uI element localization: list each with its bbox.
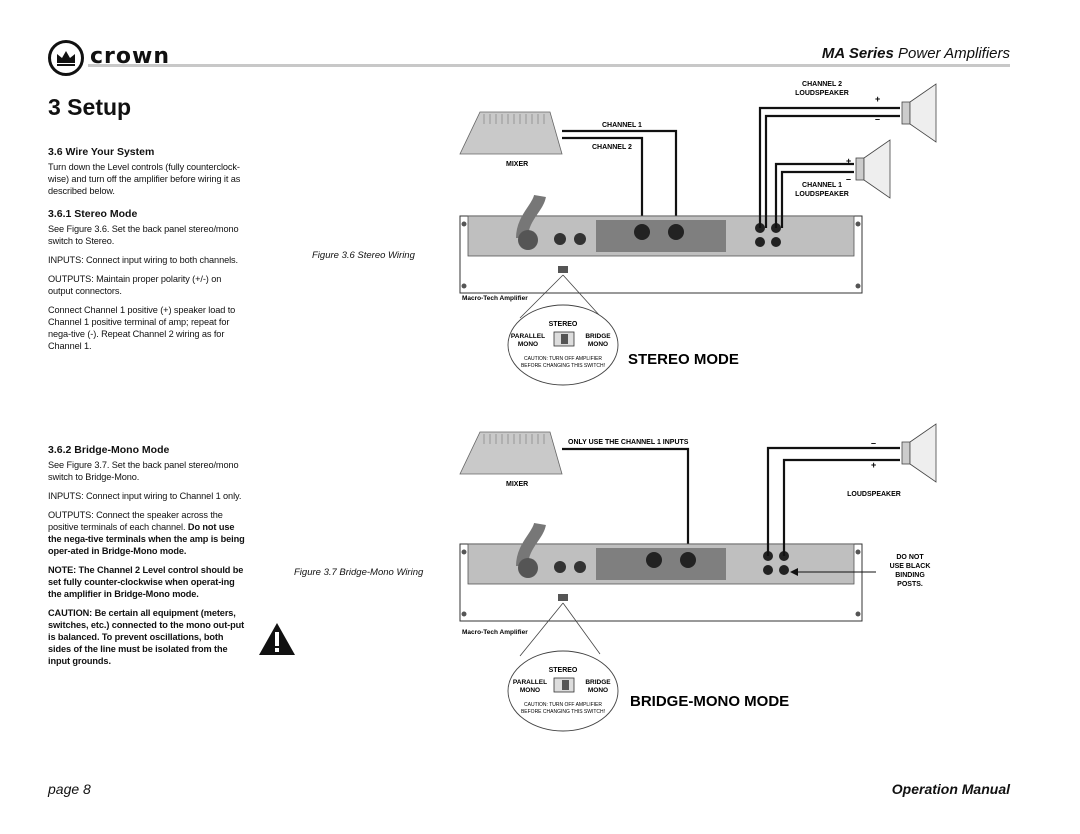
switch-stereo-label: STEREO [549, 321, 578, 328]
minus-sign: – [875, 114, 880, 124]
manual-title: Operation Manual [891, 781, 1010, 797]
loudspeaker-icon [855, 139, 891, 199]
paragraph: Connect Channel 1 positive (+) speaker l… [48, 305, 236, 351]
do-not-note: DO NOT [896, 554, 924, 561]
inputs-note: ONLY USE THE CHANNEL 1 INPUTS [568, 439, 689, 446]
warning-icon [259, 623, 295, 655]
page-number: page 8 [48, 781, 91, 797]
ch1-speaker-label: LOUDSPEAKER [795, 191, 849, 198]
switch-bridge-label: BRIDGE [585, 679, 611, 686]
mode-title: BRIDGE-MONO MODE [630, 693, 789, 710]
caution: CAUTION: Be certain all equipment (meter… [48, 608, 245, 666]
do-not-note: USE BLACK [890, 563, 931, 570]
header-rule [88, 64, 1010, 67]
switch-mono-label: MONO [588, 341, 608, 348]
mixer-icon [459, 431, 563, 475]
mode-title: STEREO MODE [628, 351, 739, 368]
page-title: 3 Setup [48, 94, 132, 120]
loudspeaker-icon [901, 83, 937, 143]
switch-mono-label: MONO [518, 341, 538, 348]
bridge-mono-wiring-diagram: MIXER ONLY USE THE CHANNEL 1 INPUTS – + … [459, 423, 937, 732]
paragraph: See Figure 3.7. Set the back panel stere… [48, 460, 239, 482]
crown-logo-icon [48, 40, 84, 76]
ch2-speaker-label: LOUDSPEAKER [795, 90, 849, 97]
loudspeaker-icon [901, 423, 937, 483]
switch-parallel-label: PARALLEL [511, 333, 545, 340]
paragraph: INPUTS: Connect input wiring to both cha… [48, 255, 238, 265]
note: NOTE: The Channel 2 Level control should… [48, 565, 244, 599]
paragraph: OUTPUTS: Maintain proper polarity (+/-) … [48, 274, 222, 296]
mixer-label: MIXER [506, 161, 528, 168]
mixer-label: MIXER [506, 481, 528, 488]
paragraph: See Figure 3.6. Set the back panel stere… [48, 224, 239, 246]
plus-sign: + [846, 156, 851, 166]
do-not-note: BINDING [895, 572, 925, 579]
mixer-icon [459, 111, 563, 155]
series-title: MA Series Power Amplifiers [821, 45, 1010, 62]
amp-label: Macro-Tech Amplifier [462, 629, 528, 636]
section-heading: 3.6.2 Bridge-Mono Mode [48, 444, 170, 456]
speaker-label: LOUDSPEAKER [847, 491, 901, 498]
paragraph: INPUTS: Connect input wiring to Channel … [48, 491, 242, 501]
plus-sign: + [871, 460, 876, 470]
switch-parallel-label: PARALLEL [513, 679, 547, 686]
plus-sign: + [875, 94, 880, 104]
ch1-speaker-label: CHANNEL 1 [802, 182, 842, 189]
paragraph: Turn down the Level controls (fully coun… [48, 162, 241, 196]
left-column-bridge: 3.6.2 Bridge-Mono Mode See Figure 3.7. S… [48, 444, 248, 667]
switch-caution: BEFORE CHANGING THIS SWITCH! [521, 363, 605, 369]
switch-caution: CAUTION: TURN OFF AMPLIFIER [524, 356, 602, 362]
switch-caution: CAUTION: TURN OFF AMPLIFIER [524, 702, 602, 708]
minus-sign: – [871, 438, 876, 448]
do-not-note: POSTS. [897, 581, 923, 588]
switch-bridge-label: BRIDGE [585, 333, 611, 340]
figure-caption: Figure 3.6 Stereo Wiring [312, 250, 415, 261]
section-heading: 3.6.1 Stereo Mode [48, 208, 138, 220]
stereo-wiring-diagram: MIXER CHANNEL 1 CHANNEL 2 + – CHANNEL 2 … [459, 81, 937, 386]
amp-label: Macro-Tech Amplifier [462, 295, 528, 302]
switch-caution: BEFORE CHANGING THIS SWITCH! [521, 709, 605, 715]
minus-sign: – [846, 174, 851, 184]
channel2-label: CHANNEL 2 [592, 144, 632, 151]
switch-stereo-label: STEREO [549, 667, 578, 674]
ch2-speaker-label: CHANNEL 2 [802, 81, 842, 88]
channel1-label: CHANNEL 1 [602, 122, 642, 129]
left-column: 3.6 Wire Your System Turn down the Level… [48, 146, 248, 352]
switch-mono-label: MONO [520, 687, 540, 694]
section-heading: 3.6 Wire Your System [48, 146, 155, 158]
paragraph: OUTPUTS: Connect the speaker across the … [48, 510, 245, 556]
switch-mono-label: MONO [588, 687, 608, 694]
figure-caption: Figure 3.7 Bridge-Mono Wiring [294, 567, 424, 578]
